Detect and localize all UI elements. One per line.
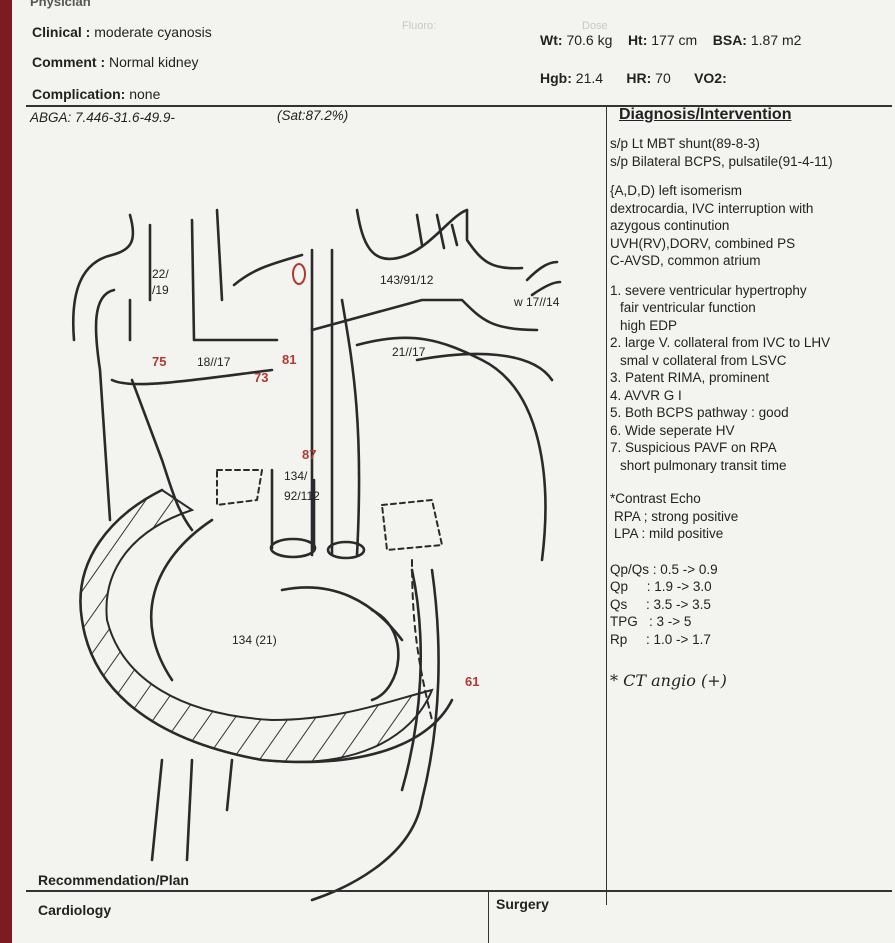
hemo-line: TPG : 3 -> 5 [610,613,895,631]
finding-line: fair ventricular function [610,299,895,317]
dx-line: UVH(RV),DORV, combined PS [610,235,895,253]
dx-line: C-AVSD, common atrium [610,252,895,270]
finding-line: 1. severe ventricular hypertrophy [610,282,895,300]
ivc-lower [152,760,192,860]
arch-top [357,210,467,259]
hemo-line: Qp : 1.9 -> 3.0 [610,578,895,596]
recommendation-label: Recommendation/Plan [38,872,189,888]
left-pa-lower [112,370,272,384]
saturation-61: 61 [465,674,479,689]
saturation-87: 87 [302,447,316,462]
shunt-vessel [234,255,302,285]
ivc-inner [402,570,421,790]
aorta-pressure: 143/91/12 [380,273,433,287]
contrast-line: RPA ; strong positive [610,508,895,526]
hypertrophy-hatching [80,490,432,762]
finding-line: high EDP [610,317,895,335]
finding-line: 2. large V. collateral from IVC to LHV [610,334,895,352]
hemo-line: Qs : 3.5 -> 3.5 [610,596,895,614]
ventricle-pressure: 134/ 92/112 [284,466,320,506]
cardiology-label: Cardiology [38,902,111,918]
red-circle-mark [293,264,305,284]
diagnosis-body: s/p Lt MBT shunt(89-8-3) s/p Bilateral B… [610,135,895,690]
ventricle-apex [372,610,398,700]
finding-line: 3. Patent RIMA, prominent [610,369,895,387]
right-pa-lower [417,354,552,380]
dx-line: azygous continution [610,217,895,235]
ascending-vessel [342,300,359,555]
surgery-label: Surgery [496,896,549,912]
history-line: s/p Lt MBT shunt(89-8-3) [610,135,895,153]
hepatic-lower [227,760,232,810]
ventricle-lower-pressure: 134 (21) [232,633,277,647]
left-pa-top [192,220,277,340]
dx-line: dextrocardia, IVC interruption with [610,200,895,218]
right-pa-top [467,210,522,268]
saturation-75: 75 [152,354,166,369]
contrast-line: *Contrast Echo [610,490,895,508]
finding-line: 7. Suspicious PAVF on RPA [610,439,895,457]
diagnosis-title: Diagnosis/Intervention [619,106,791,124]
vessel-end-2 [328,542,364,558]
footer-divider [26,890,892,892]
finding-line: 4. AVVR G I [610,387,895,405]
left-loop [96,290,114,520]
dx-line: {A,D,D) left isomerism [610,182,895,200]
finding-line: 6. Wide seperate HV [610,422,895,440]
handwritten-note: * CT angio (+) [610,672,895,690]
dashed-structure-1 [217,470,262,505]
saturation-73: 73 [254,370,268,385]
history-line: s/p Bilateral BCPS, pulsatile(91-4-11) [610,153,895,171]
worksheet-page: Fluoro: Dose Physician Clinical : modera… [12,0,895,943]
ventricle-septum [282,587,402,640]
vessel-end-1 [271,539,315,557]
finding-line: smal v collateral from LSVC [610,352,895,370]
footer-column-divider [488,890,489,943]
wedge-pressure: w 17//14 [514,295,559,309]
svc-pressure-label: 22/ /19 [152,266,169,298]
svc-left-outer [73,215,133,340]
finding-line: short pulmonary transit time [610,457,895,475]
finding-line: 5. Both BCPS pathway : good [610,404,895,422]
contrast-line: LPA : mild positive [610,525,895,543]
hemo-line: Rp : 1.0 -> 1.7 [610,631,895,649]
right-pa-pressure: 21//17 [392,345,425,359]
left-pa-pressure: 18//17 [197,355,230,369]
saturation-81: 81 [282,352,296,367]
wedge-branches [527,262,560,295]
ventricle-inner [151,520,212,680]
vessel-line [217,210,222,300]
hemo-line: Qp/Qs : 0.5 -> 0.9 [610,561,895,579]
dashed-structure-2 [382,500,442,550]
